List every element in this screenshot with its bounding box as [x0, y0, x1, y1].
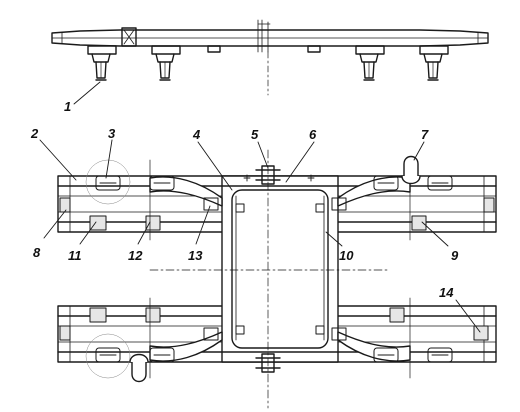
- callout-13: 13: [188, 248, 203, 263]
- callout-7: 7: [421, 127, 429, 142]
- side-beam: [51, 29, 489, 47]
- bottom-sill-clamps: [59, 307, 489, 363]
- callout-3: 3: [108, 126, 116, 141]
- callout-9: 9: [451, 248, 459, 263]
- brace-bottom-left: [149, 331, 223, 362]
- callout-5: 5: [251, 127, 259, 142]
- side-coupler-box: [121, 27, 137, 47]
- top-sill-clamps: [59, 175, 495, 231]
- plan-pendant-top: [401, 155, 421, 185]
- plan-pendant-bottom: [129, 353, 149, 383]
- callout-1: 1: [64, 99, 72, 114]
- side-pendant-3: [355, 45, 385, 81]
- center-clamp-top: [255, 165, 281, 185]
- callout-11: 11: [68, 248, 82, 263]
- leader-lines: [39, 81, 481, 333]
- brace-top-right: [337, 176, 411, 207]
- callout-14: 14: [439, 285, 454, 300]
- plan-view: [57, 149, 497, 409]
- callout-4: 4: [193, 127, 201, 142]
- callout-12: 12: [128, 248, 143, 263]
- side-pendant-2: [151, 45, 181, 81]
- central-box: [221, 175, 339, 363]
- callout-2: 2: [31, 126, 39, 141]
- center-clamp-bottom: [255, 353, 281, 373]
- side-pendant-1: [87, 45, 117, 81]
- brace-top-left: [149, 176, 223, 207]
- side-view: [51, 19, 489, 96]
- callout-6: 6: [309, 127, 317, 142]
- callout-10: 10: [339, 248, 354, 263]
- brace-bottom-right: [337, 331, 411, 362]
- callout-8: 8: [33, 245, 41, 260]
- side-pendant-4: [419, 45, 449, 81]
